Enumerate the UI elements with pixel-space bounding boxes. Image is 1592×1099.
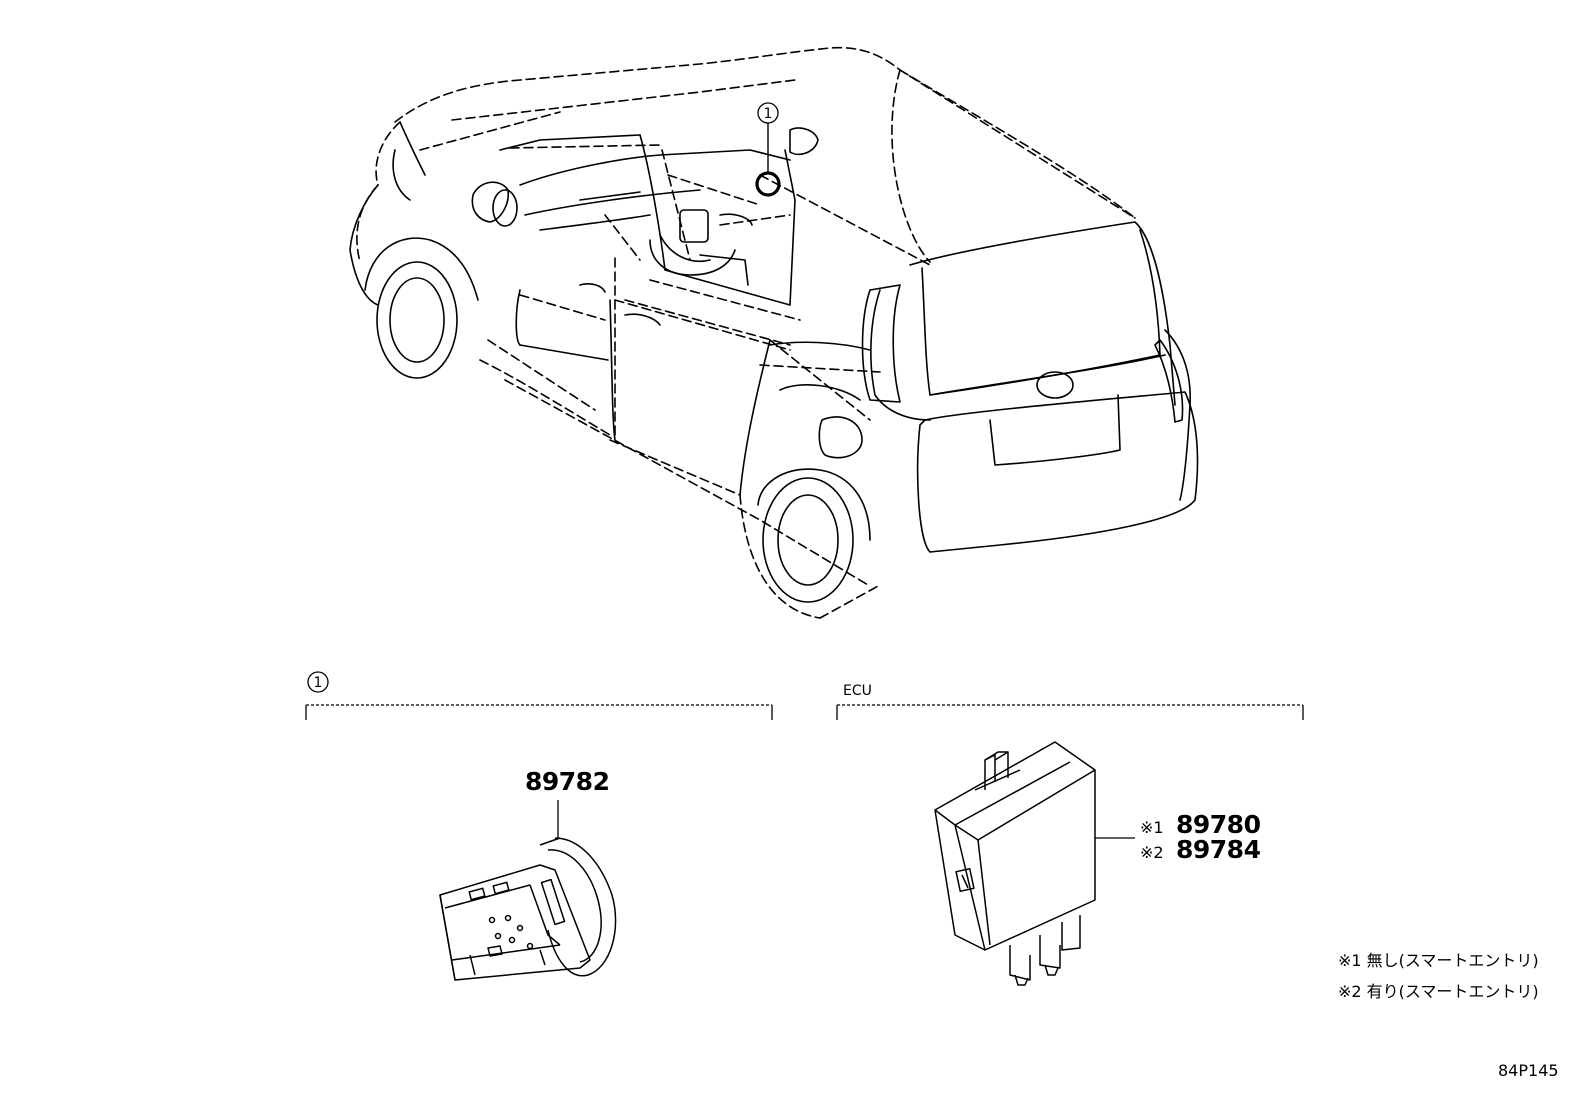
ecu-mark-1: ※1	[1140, 818, 1164, 837]
callout-number: 1	[764, 106, 773, 122]
vehicle-illustration	[349, 46, 1199, 619]
footnote-2: ※2 有り(スマートエントリ)	[1338, 982, 1539, 1001]
part-number-ecu-2: 89784	[1176, 835, 1261, 864]
group-2-label: ECU	[843, 683, 872, 699]
vehicle-solid-lines	[349, 121, 1199, 603]
callout-circle	[757, 102, 779, 124]
ecu-mark-2: ※2	[1140, 843, 1164, 862]
footnote-1: ※1 無し(スマートエントリ)	[1338, 951, 1539, 970]
diagram-code: 84P145	[1498, 1061, 1559, 1080]
vehicle-phantom-lines	[356, 46, 1136, 619]
group-1-bracket	[305, 671, 773, 720]
group-2-bracket	[836, 704, 1304, 720]
part-number-switch: 89782	[525, 767, 609, 796]
ecu-illustration	[934, 741, 1096, 986]
part-number-ecu-1: 89780	[1176, 810, 1261, 839]
group-1-label: 1	[314, 675, 323, 691]
switch-illustration	[439, 837, 617, 981]
